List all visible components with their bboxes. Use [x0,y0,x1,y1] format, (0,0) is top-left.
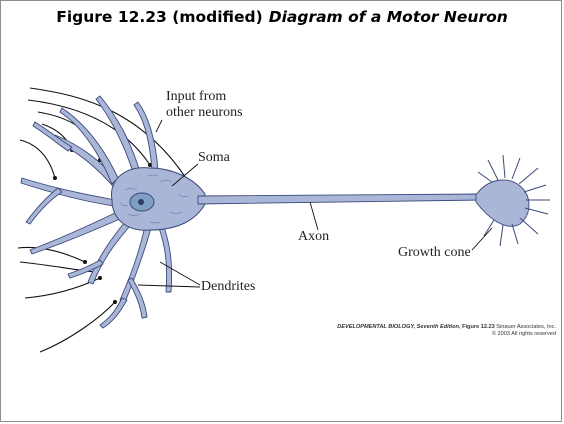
credit-publisher: Sinauer Associates, Inc. [496,324,556,330]
credit-rights: © 2003 All rights reserved [337,331,556,338]
axon-label: Axon [298,229,329,245]
figure-credit: DEVELOPMENTAL BIOLOGY, Seventh Edition, … [337,324,556,338]
nucleolus [138,199,144,205]
input-fiber [20,140,55,178]
white-patch [258,90,314,110]
dendrite-branch [26,188,62,224]
input-leader [156,120,162,132]
input-label-line2: other neurons [166,105,243,121]
soma-shape [111,168,205,231]
credit-book: DEVELOPMENTAL BIOLOGY, Seventh Edition, [337,324,460,330]
axon-leader [310,202,318,230]
axon [198,194,482,204]
input-fiber [18,247,85,262]
dendrite-branch [88,222,130,284]
credit-figure: Figure 12.23 [462,324,495,330]
soma-label: Soma [198,150,230,166]
growth-cone [476,155,550,246]
growth-cone-label: Growth cone [398,245,471,261]
growth-cone-leader [472,228,492,250]
dendrite-branch [21,178,115,206]
dendrites-leader [160,262,200,285]
dendrite-branch [33,122,72,151]
dendrite-branch [158,224,172,292]
cell-body [111,168,205,231]
input-label-line1: Input from [166,89,226,105]
dendrite-branch [128,278,147,318]
dendrites-label: Dendrites [201,279,255,295]
